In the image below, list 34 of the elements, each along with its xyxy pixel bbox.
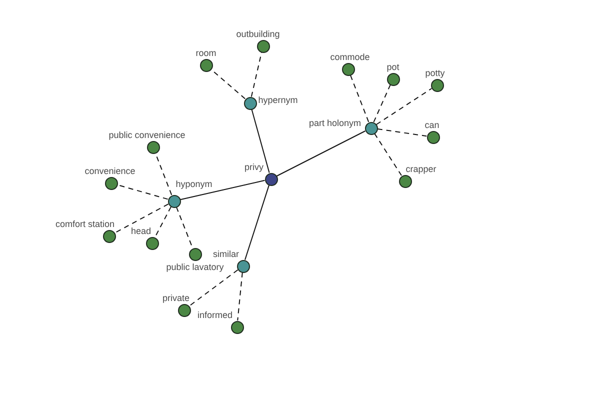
node-label: private (162, 293, 190, 303)
dashed-connector (237, 272, 243, 321)
node-label: can (424, 120, 440, 130)
node-label: pot (386, 62, 400, 72)
node-label: crapper (406, 164, 436, 174)
node-label: part holonym (308, 118, 362, 128)
dashed-connector (154, 206, 172, 238)
node-label: privy (244, 162, 264, 172)
node-label: head (130, 226, 152, 236)
node-label: convenience (84, 166, 136, 176)
node-label: hyponym (176, 179, 212, 189)
node-label: outbuilding (236, 29, 280, 39)
dashed-connector (250, 52, 262, 98)
dashed-connector (376, 128, 428, 137)
dashed-connector (114, 204, 169, 234)
connector-line (244, 184, 270, 260)
node-label: similar (213, 249, 239, 259)
dashed-connector (373, 84, 391, 123)
node-label: informed (198, 310, 232, 320)
dashed-connector (374, 133, 402, 176)
node-label: commode (330, 52, 370, 62)
connector-line (251, 108, 270, 174)
dashed-connector (188, 269, 238, 307)
dashed-connector (350, 74, 370, 122)
connector-line (276, 130, 366, 176)
node-label: potty (425, 68, 445, 78)
node-label: hypernym (258, 95, 298, 105)
dashed-connector (376, 88, 432, 125)
node-label: public convenience (108, 130, 186, 140)
node-label: room (196, 48, 216, 58)
node-label: public lavatory (166, 262, 224, 272)
connector-line (180, 180, 266, 200)
dashed-connector (116, 184, 168, 200)
node-label: comfort station (55, 219, 115, 229)
